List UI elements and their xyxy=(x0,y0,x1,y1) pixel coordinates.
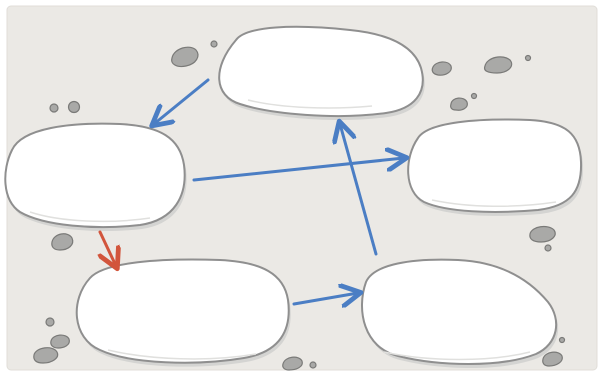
pebble xyxy=(526,56,531,61)
pebble xyxy=(52,234,73,250)
pebble xyxy=(472,94,477,99)
pebble xyxy=(530,227,555,242)
pebble xyxy=(69,102,80,113)
stone-bottom-left xyxy=(77,260,291,367)
stone-left xyxy=(5,124,186,231)
pebble xyxy=(451,98,468,110)
pebble xyxy=(310,362,316,368)
pebble xyxy=(46,318,54,326)
pebble xyxy=(50,104,58,112)
pebble xyxy=(545,245,551,251)
pebble xyxy=(34,348,58,363)
pebble xyxy=(211,41,217,47)
pebble xyxy=(51,335,70,348)
pebble xyxy=(560,338,565,343)
stone-top xyxy=(219,27,425,120)
pebble xyxy=(283,357,303,370)
stone-right xyxy=(408,120,583,216)
pebble xyxy=(432,62,451,75)
